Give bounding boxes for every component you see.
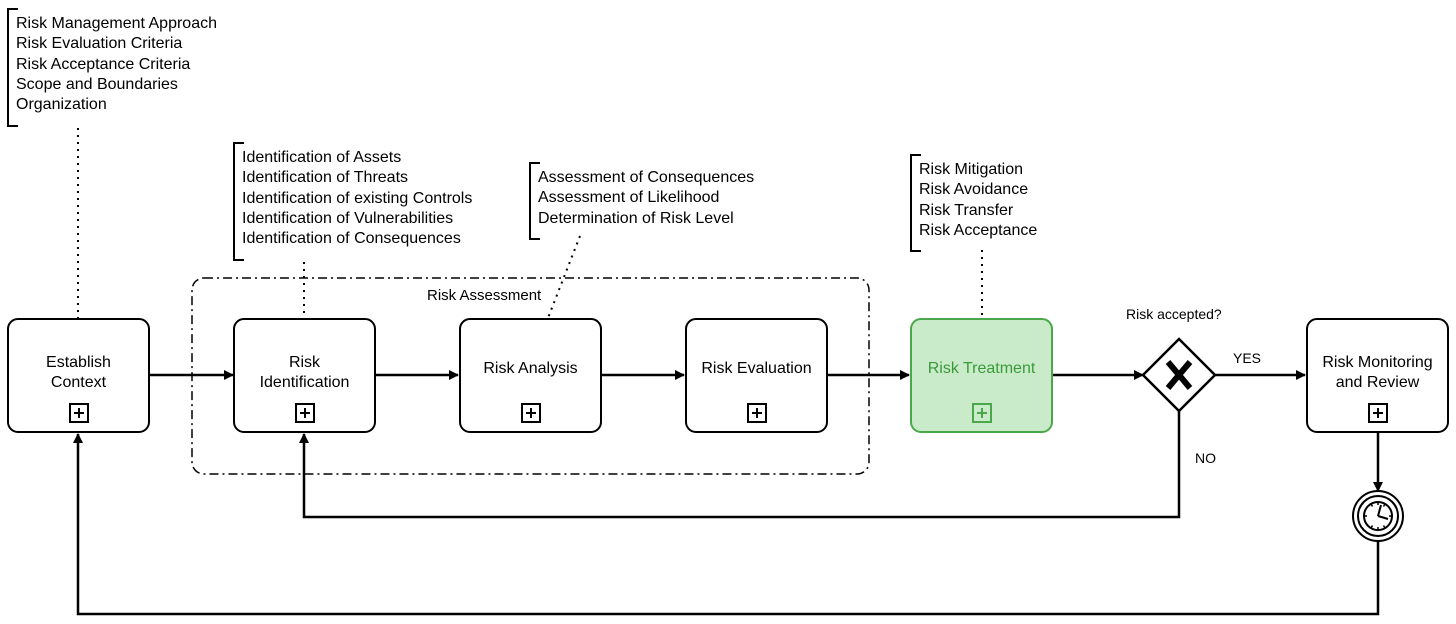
task-risk-analysis[interactable]: Risk Analysis bbox=[459, 318, 602, 433]
plus-square-icon[interactable] bbox=[1367, 403, 1388, 423]
task-label: Risk Evaluation bbox=[701, 359, 812, 377]
annotation-treatment: Risk Mitigation Risk Avoidance Risk Tran… bbox=[910, 160, 1037, 241]
annotation-treatment-item: Risk Acceptance bbox=[919, 221, 1038, 239]
plus-square-icon[interactable] bbox=[971, 403, 992, 423]
annotation-context: Risk Management Approach Risk Evaluation… bbox=[7, 14, 217, 115]
risk-assessment-group-label: Risk Assessment bbox=[427, 287, 542, 304]
annotation-treatment-item: Risk Avoidance bbox=[919, 181, 1029, 199]
annotation-identification-item: Identification of Threats bbox=[242, 169, 409, 187]
task-label: Risk Analysis bbox=[483, 359, 578, 377]
annotation-bracket-identification bbox=[233, 142, 244, 261]
gateway-yes-label: YES bbox=[1233, 350, 1262, 366]
annotation-bracket-context bbox=[7, 8, 18, 127]
task-risk-evaluation[interactable]: Risk Evaluation bbox=[685, 318, 828, 433]
association-analysis bbox=[547, 235, 581, 319]
annotation-analysis-item: Assessment of Consequences bbox=[538, 169, 755, 186]
annotation-context-item: Risk Management Approach bbox=[16, 15, 217, 32]
annotation-analysis-item: Assessment of Likelihood bbox=[538, 189, 720, 207]
gateway-question-label: Risk accepted? bbox=[1126, 306, 1222, 322]
annotation-identification-item: Identification of Assets bbox=[242, 149, 402, 166]
annotation-analysis-item: Determination of Risk Level bbox=[538, 209, 734, 227]
timer-clock-icon bbox=[1352, 490, 1404, 542]
annotation-context-item: Risk Acceptance Criteria bbox=[16, 55, 191, 73]
annotation-treatment-item: Risk Mitigation bbox=[919, 161, 1024, 178]
exclusive-gateway-x-icon bbox=[1141, 337, 1217, 413]
annotation-analysis: Assessment of Consequences Assessment of… bbox=[529, 168, 754, 229]
task-label: Risk Treatment bbox=[927, 359, 1036, 377]
flow-timer-to-context bbox=[73, 433, 1380, 616]
gateway-no-label: NO bbox=[1195, 450, 1216, 466]
annotation-identification-item: Identification of Vulnerabilities bbox=[242, 209, 454, 227]
flow-gateway-no bbox=[299, 410, 1181, 519]
annotation-identification-item: Identification of Consequences bbox=[242, 230, 461, 248]
annotation-treatment-item: Risk Transfer bbox=[919, 201, 1014, 219]
plus-square-icon[interactable] bbox=[294, 403, 315, 423]
annotation-context-item: Scope and Boundaries bbox=[16, 75, 178, 93]
annotation-bracket-analysis bbox=[529, 162, 540, 240]
task-risk-treatment[interactable]: Risk Treatment bbox=[910, 318, 1053, 433]
annotation-identification: Identification of Assets Identification … bbox=[233, 148, 472, 249]
plus-square-icon[interactable] bbox=[68, 403, 89, 423]
plus-square-icon[interactable] bbox=[746, 403, 767, 423]
annotation-identification-item: Identification of existing Controls bbox=[242, 189, 473, 207]
annotation-bracket-treatment bbox=[910, 154, 921, 252]
annotation-context-item: Organization bbox=[16, 96, 107, 114]
annotation-context-item: Risk Evaluation Criteria bbox=[16, 35, 183, 53]
plus-square-icon[interactable] bbox=[520, 403, 541, 423]
